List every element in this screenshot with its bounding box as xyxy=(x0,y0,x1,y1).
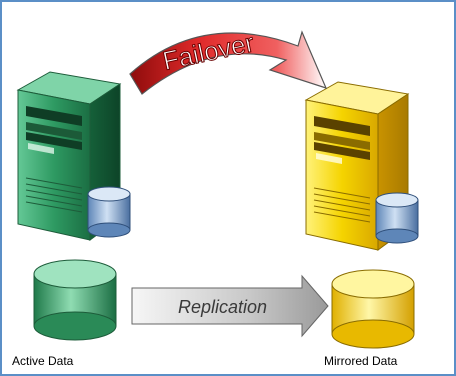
mirrored-data-database-icon xyxy=(331,269,415,349)
active-server-icon xyxy=(16,71,122,241)
standby-server-database-icon xyxy=(375,192,419,244)
active-server-database-icon xyxy=(87,186,131,238)
replication-label: Replication xyxy=(178,297,267,317)
failover-arrow: Failover xyxy=(129,27,328,95)
active-data-label: Active Data xyxy=(12,354,74,368)
replication-arrow: Replication xyxy=(131,274,329,338)
mirrored-data-label: Mirrored Data xyxy=(324,354,398,368)
active-data-database-icon xyxy=(33,259,117,341)
